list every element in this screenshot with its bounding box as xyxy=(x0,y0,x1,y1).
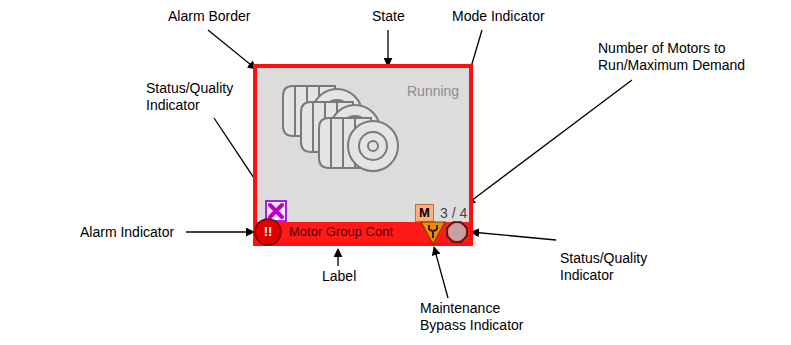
label-text: Motor Group Cont xyxy=(289,222,393,242)
motor-group-icon xyxy=(283,86,398,171)
mode-indicator-box: M xyxy=(415,204,434,222)
faceplate-box: M Motor Group Cont Running 3 / 4 xyxy=(253,64,473,246)
leader-arrow xyxy=(186,231,254,232)
status-quality-x xyxy=(266,201,286,221)
callout-text: Label xyxy=(322,268,356,285)
callout-text: Number of Motors to Run/Maximum Demand xyxy=(598,40,758,74)
callout-text: Mode Indicator xyxy=(452,8,545,25)
callout-text: Alarm Indicator xyxy=(80,224,174,241)
callout-text: State xyxy=(372,8,405,25)
leader-arrow xyxy=(434,247,448,298)
callout-text: Status/Quality Indicator xyxy=(146,80,238,114)
leader-arrow xyxy=(471,232,556,240)
maintenance-bypass-icon xyxy=(421,222,445,244)
state-text: Running xyxy=(407,82,459,100)
callout-text: Alarm Border xyxy=(168,8,250,25)
leader-arrow xyxy=(208,30,256,69)
motor-count-text: 3 / 4 xyxy=(440,204,467,222)
leader-arrow xyxy=(387,30,388,66)
alarm-indicator-circle xyxy=(255,219,281,245)
callout-text: Maintenance Bypass Indicator xyxy=(420,300,542,334)
mode-letter: M xyxy=(416,205,433,221)
leader-arrow xyxy=(337,249,338,266)
alarm-symbol-text: !! xyxy=(255,224,281,240)
leader-arrow xyxy=(467,80,632,204)
status-quality-octagon xyxy=(447,222,467,242)
callout-text: Status/Quality Indicator xyxy=(560,250,660,284)
